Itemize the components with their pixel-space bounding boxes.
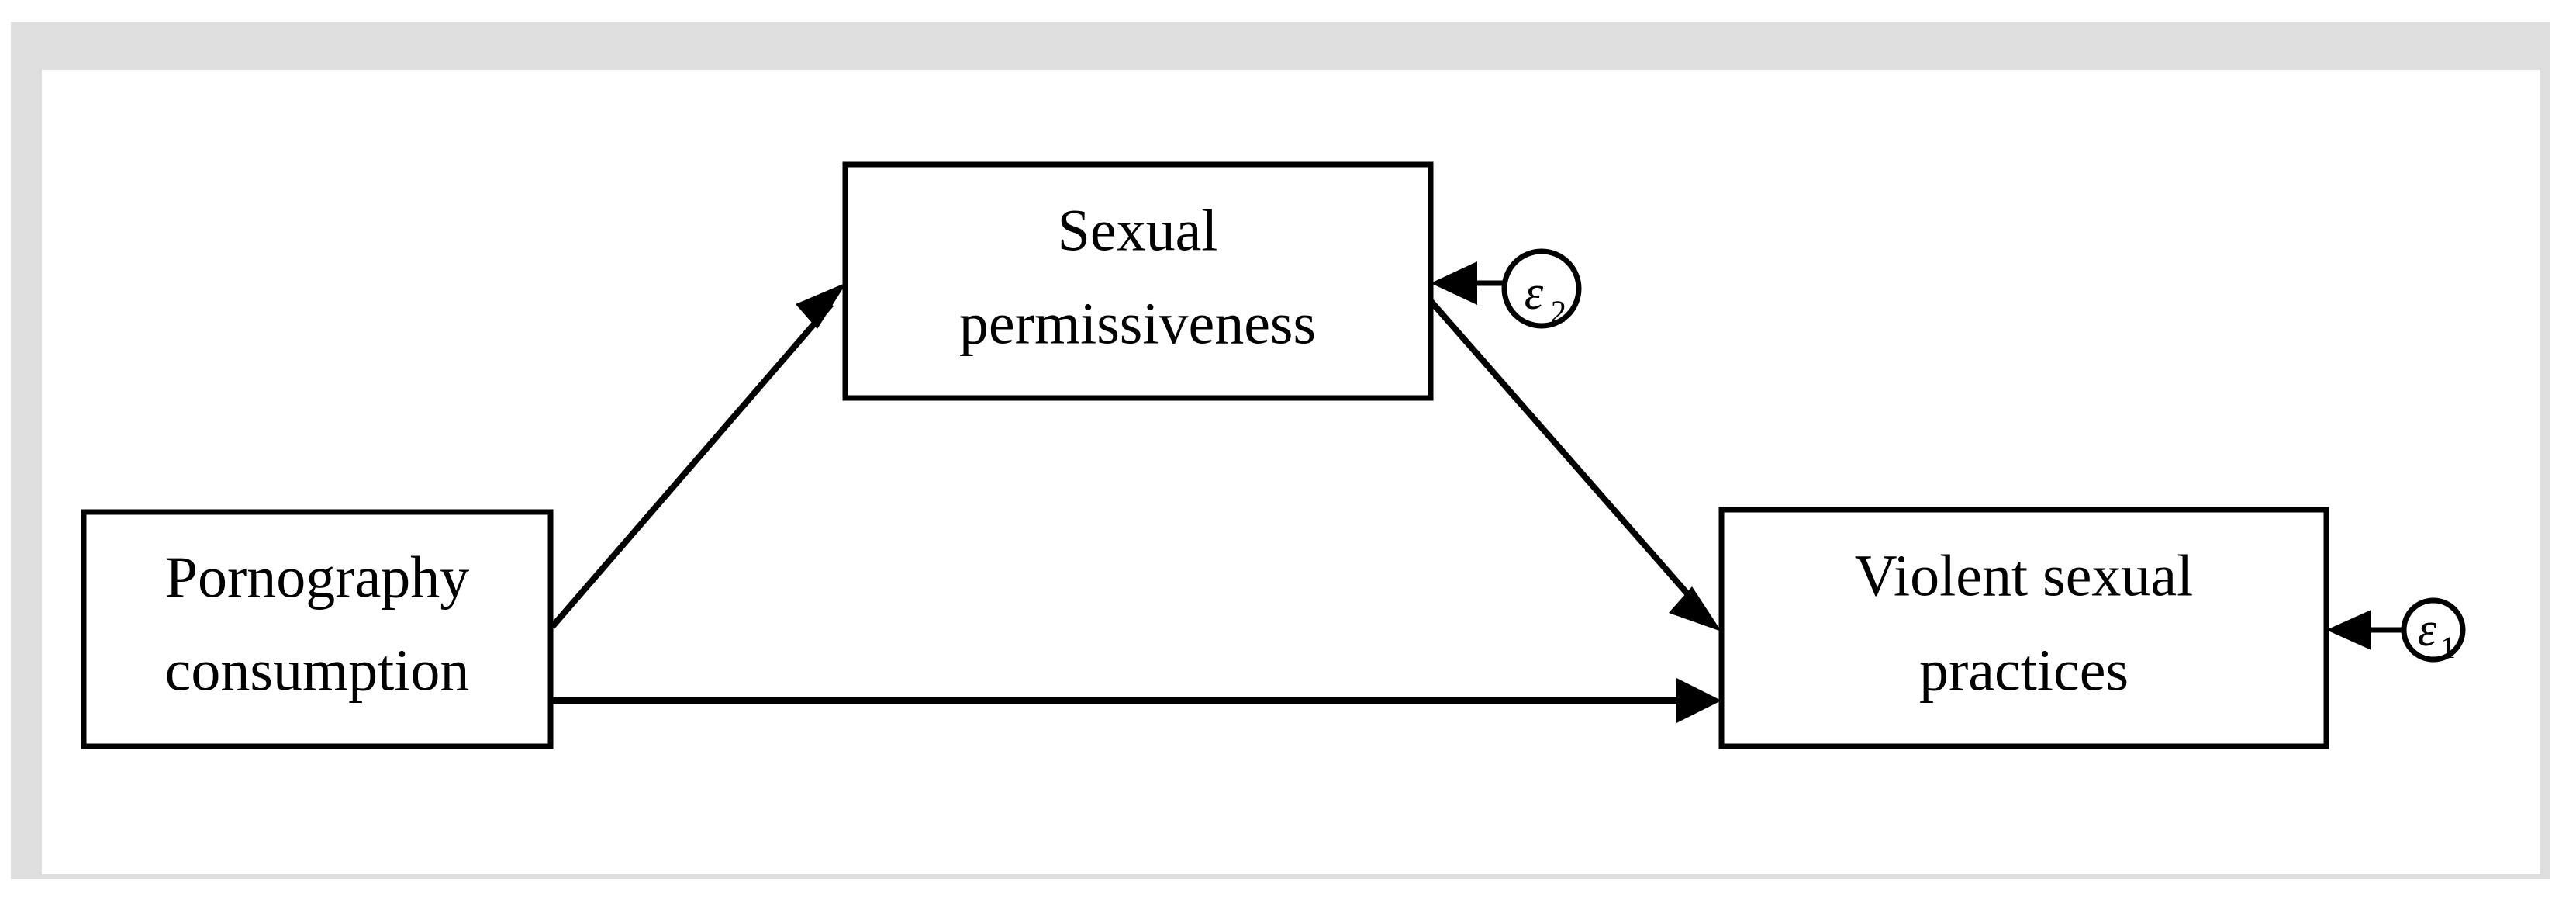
node-sexual-permissiveness[interactable]: Sexual permissiveness (842, 161, 1434, 401)
path-eps1-to-violent (2326, 610, 2404, 650)
arrowhead-to-violent-practices-diagonal (1669, 586, 1721, 631)
error-label-epsilon-1-symbol: ε (2418, 604, 2437, 656)
arrowhead-to-violent-practices-direct (1676, 678, 1721, 723)
path-permissiveness-to-violent (1428, 299, 1721, 631)
arrowhead-eps1 (2326, 610, 2371, 650)
path-eps2-to-permissiveness (1431, 261, 1504, 305)
node-label-violent-line1: Violent sexual (1855, 543, 2194, 608)
arrowhead-eps2 (1431, 261, 1477, 305)
error-label-epsilon-2-symbol: ε (1525, 267, 1544, 320)
error-label-epsilon-1-subscript: 1 (2440, 630, 2456, 665)
arrowhead-to-sexual-permissiveness (796, 282, 847, 329)
node-label-violent-line2: practices (1919, 638, 2129, 703)
node-label-permissiveness-line2: permissiveness (959, 291, 1316, 356)
path-porn-to-permissiveness (549, 282, 847, 629)
node-violent-sexual-practices[interactable]: Violent sexual practices (1718, 507, 2329, 749)
path-porn-to-violent (551, 678, 1721, 723)
error-label-epsilon-2-subscript: 2 (1551, 294, 1566, 329)
node-label-permissiveness-line1: Sexual (1058, 198, 1218, 263)
node-label-pornography-line1: Pornography (165, 545, 470, 610)
error-term-epsilon-1[interactable]: ε 1 (2401, 597, 2466, 665)
node-pornography-consumption[interactable]: Pornography consumption (81, 509, 554, 749)
node-label-pornography-line2: consumption (165, 638, 470, 703)
error-term-epsilon-2[interactable]: ε 2 (1501, 248, 1582, 329)
